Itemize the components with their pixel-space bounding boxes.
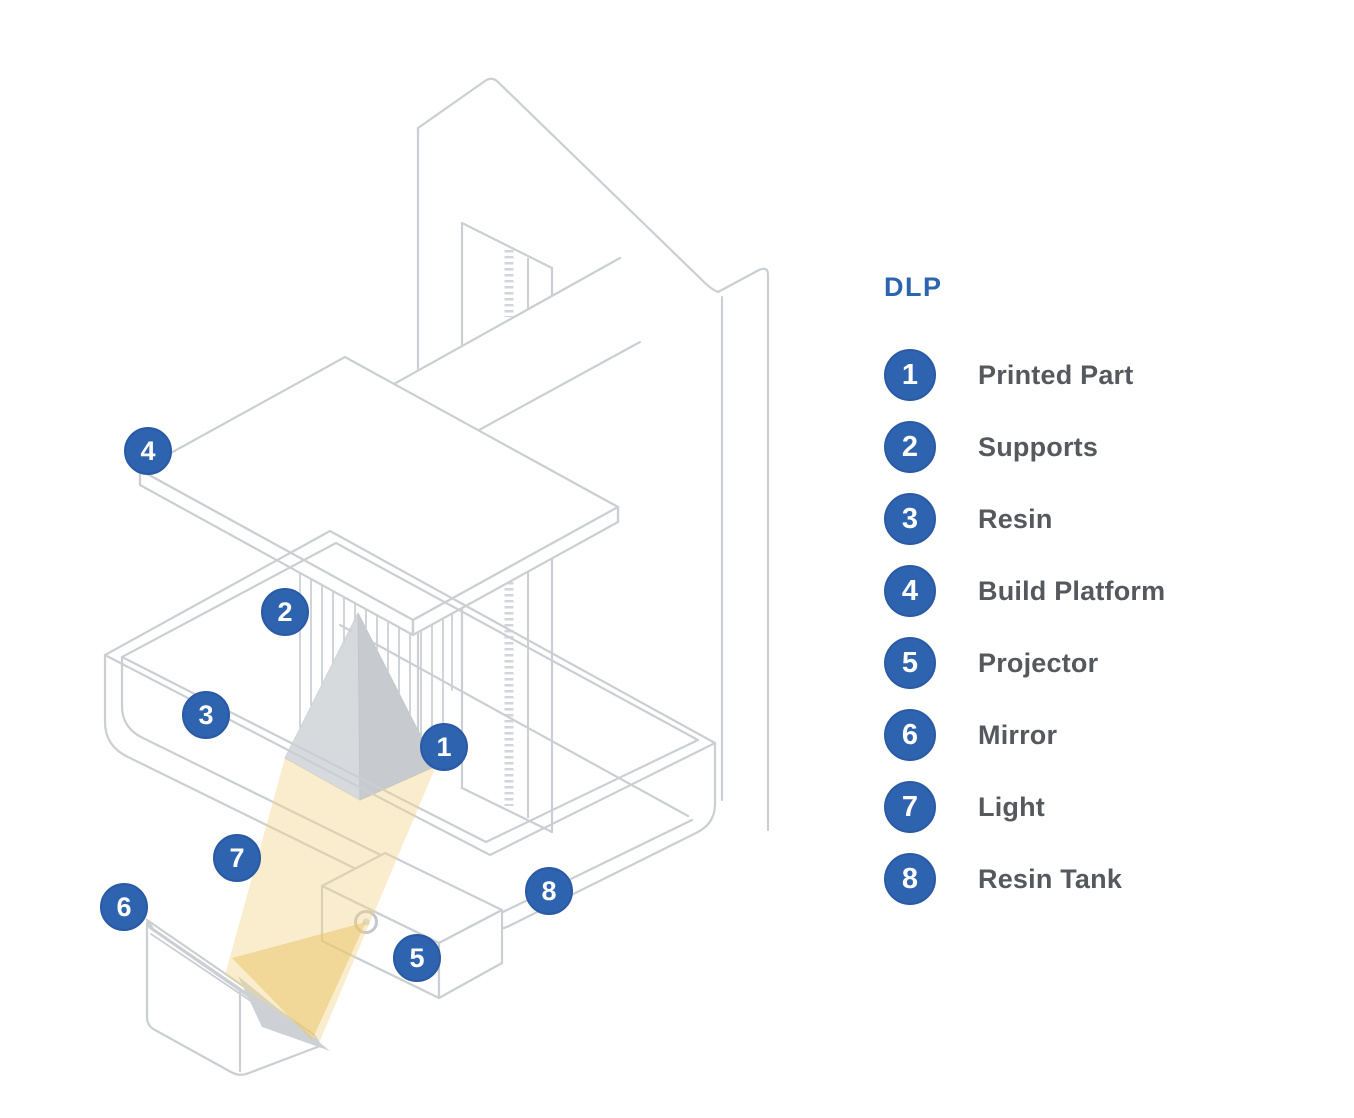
legend-item-label: Build Platform	[978, 575, 1166, 606]
legend-item-printed-part: 1 Printed Part	[884, 339, 1165, 411]
diagram-badge-4: 4	[124, 427, 172, 475]
diagram-badge-3: 3	[182, 691, 230, 739]
legend-badge: 6	[884, 709, 936, 761]
legend-badge: 7	[884, 781, 936, 833]
legend-item-resin: 3 Resin	[884, 483, 1165, 555]
diagram-badge-5: 5	[393, 934, 441, 982]
legend: DLP 1 Printed Part 2 Supports 3 Resin 4 Build P…	[884, 272, 1165, 915]
legend-item-resin-tank: 8 Resin Tank	[884, 843, 1165, 915]
legend-item-label: Resin	[978, 503, 1053, 534]
legend-rows: 1 Printed Part 2 Supports 3 Resin 4 Build Platf…	[884, 339, 1165, 915]
legend-badge: 8	[884, 853, 936, 905]
printed-part	[284, 612, 437, 801]
light-beam-from-projector	[232, 922, 366, 1040]
legend-item-label: Light	[978, 791, 1045, 822]
diagram-badge-7: 7	[213, 834, 261, 882]
diagram-badge-8: 8	[525, 867, 573, 915]
legend-item-label: Supports	[978, 431, 1099, 462]
build-platform	[138, 355, 620, 637]
legend-item-label: Projector	[978, 647, 1099, 678]
light-beam	[225, 758, 436, 1041]
legend-item-label: Mirror	[978, 719, 1058, 750]
diagram-badge-6: 6	[100, 883, 148, 931]
lead-screw	[504, 250, 529, 818]
legend-badge: 1	[884, 349, 936, 401]
legend-item-label: Resin Tank	[978, 863, 1123, 894]
legend-item-mirror: 6 Mirror	[884, 699, 1165, 771]
tower	[416, 77, 770, 834]
legend-item-supports: 2 Supports	[884, 411, 1165, 483]
legend-item-label: Printed Part	[978, 359, 1134, 390]
legend-item-build-platform: 4 Build Platform	[884, 555, 1165, 627]
legend-badge: 3	[884, 493, 936, 545]
legend-badge: 2	[884, 421, 936, 473]
legend-title: DLP	[884, 272, 943, 302]
diagram-badge-1: 1	[420, 723, 468, 771]
legend-item-light: 7 Light	[884, 771, 1165, 843]
legend-item-projector: 5 Projector	[884, 627, 1165, 699]
legend-badge: 5	[884, 637, 936, 689]
legend-badge: 4	[884, 565, 936, 617]
diagram-badge-2: 2	[261, 588, 309, 636]
